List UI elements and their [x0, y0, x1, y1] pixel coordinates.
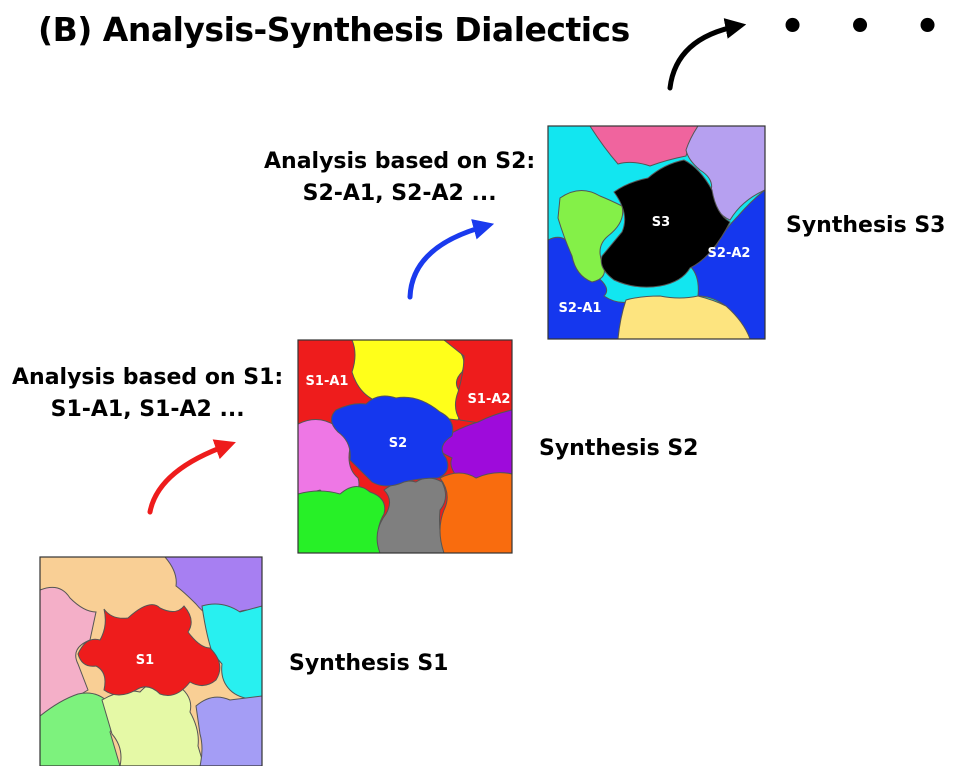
s2-piece-green — [298, 486, 386, 553]
s3-piece-center — [600, 159, 731, 288]
synthesis-s2-label: Synthesis S2 — [539, 436, 699, 461]
s3-frame — [547, 125, 766, 340]
s3-piece-a1-label: S2-A1 — [559, 301, 602, 316]
s2-piece-a2-label: S1-A2 — [468, 392, 511, 407]
synthesis-s1-puzzle — [40, 557, 262, 766]
s2-piece-center — [331, 395, 454, 487]
analysis-s2-label: Analysis based on S2: S2-A1, S2-A2 ... — [264, 146, 535, 210]
s3-piece-green — [557, 190, 624, 283]
s2-frame — [297, 339, 513, 554]
s3-piece-yellow — [617, 295, 751, 339]
s2-piece-gray — [376, 477, 446, 553]
analysis-s2-line1: Analysis based on S2: — [264, 149, 536, 174]
s1-piece-bottom-mid — [101, 680, 205, 766]
s2-piece-orange — [439, 472, 512, 553]
analysis-s1-label: Analysis based on S1: S1-A1, S1-A2 ... — [12, 362, 283, 426]
analysis-s2-line2: S2-A1, S2-A2 ... — [302, 180, 497, 206]
diagram-title: (B) Analysis-Synthesis Dialectics — [38, 10, 630, 49]
synthesis-s1-label: Synthesis S1 — [289, 651, 449, 676]
synthesis-s3-label: Synthesis S3 — [786, 213, 946, 238]
ellipsis: • • • — [780, 4, 955, 50]
s1-piece-bottom-right — [195, 695, 262, 766]
s1-piece-right — [201, 603, 262, 701]
s3-center-label: S3 — [652, 215, 670, 230]
s1-frame — [39, 556, 263, 766]
s2-piece-a1-label: S1-A1 — [306, 374, 349, 389]
analysis-s1-line1: Analysis based on S1: — [12, 365, 284, 390]
s1-center-label: S1 — [136, 653, 154, 668]
analysis-s1-line2: S1-A1, S1-A2 ... — [50, 396, 245, 422]
synthesis-s2-puzzle — [298, 340, 512, 553]
arrow-s1-to-s2 — [147, 439, 236, 515]
arrow-s2-to-s3 — [407, 219, 495, 300]
s3-piece-a2-label: S2-A2 — [708, 246, 751, 261]
s2-center-label: S2 — [389, 436, 407, 451]
synthesis-s3-puzzle — [548, 126, 765, 339]
s1-piece-center — [77, 604, 221, 696]
s1-piece-top-right — [164, 557, 262, 620]
arrow-s3-onward — [667, 18, 747, 91]
s3-piece-lavender — [685, 126, 765, 221]
